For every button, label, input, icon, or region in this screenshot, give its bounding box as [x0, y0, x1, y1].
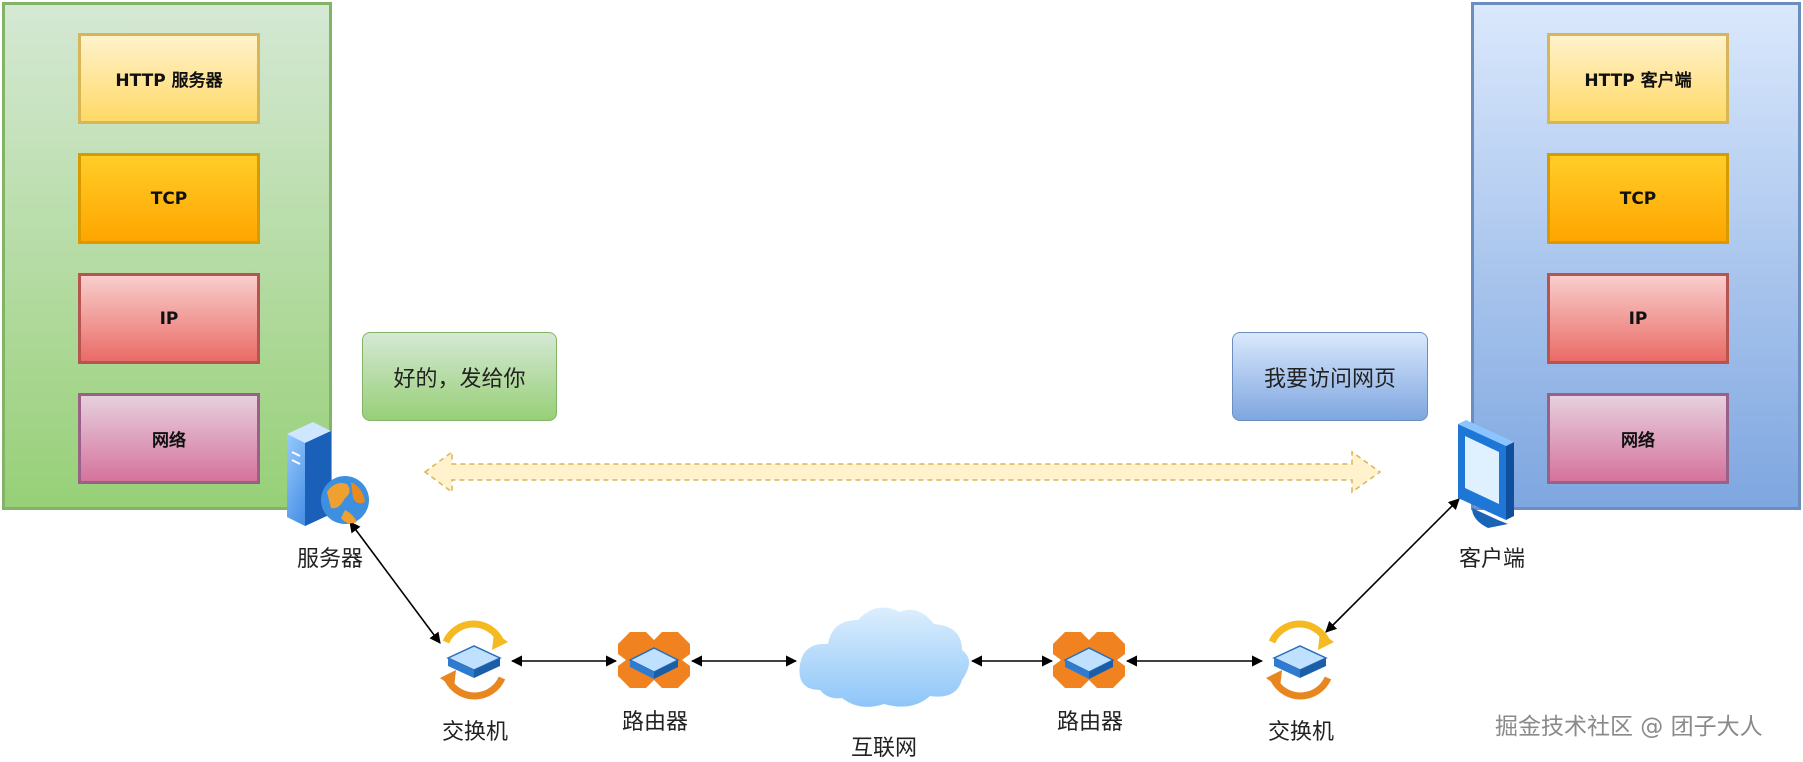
server-globe-icon [287, 422, 369, 526]
server-label: 服务器 [296, 547, 364, 572]
server-layer-http: HTTP 服务器 [78, 33, 260, 124]
client-layer-http: HTTP 客户端 [1547, 33, 1729, 124]
internet-label: 互联网 [850, 736, 918, 761]
switch-left-icon [440, 624, 508, 696]
client-label: 客户端 [1458, 547, 1526, 572]
switch-right-icon [1266, 624, 1334, 696]
client-request-message: 我要访问网页 [1232, 332, 1428, 421]
link-server-switch [349, 521, 441, 644]
server-layer-tcp: TCP [78, 153, 260, 244]
switch-right-label: 交换机 [1267, 720, 1335, 745]
client-layer-tcp: TCP [1547, 153, 1729, 244]
router-left-label: 路由器 [621, 710, 689, 735]
monitor-icon [1458, 420, 1514, 528]
router-right-icon [1052, 631, 1126, 689]
server-layer-network: 网络 [78, 393, 260, 484]
link-switch-client [1325, 498, 1460, 633]
end-to-end-double-arrow [423, 450, 1382, 494]
switch-left-label: 交换机 [441, 720, 509, 745]
watermark: 掘金技术社区 @ 团子大人 [1495, 714, 1763, 740]
server-protocol-stack: HTTP 服务器 TCP IP 网络 [2, 2, 332, 510]
server-reply-message: 好的，发给你 [362, 332, 557, 421]
client-layer-ip: IP [1547, 273, 1729, 364]
router-right-label: 路由器 [1056, 710, 1124, 735]
router-left-icon [617, 631, 691, 689]
client-protocol-stack: HTTP 客户端 TCP IP 网络 [1471, 2, 1801, 510]
client-layer-network: 网络 [1547, 393, 1729, 484]
server-layer-ip: IP [78, 273, 260, 364]
cloud-icon [799, 607, 969, 707]
